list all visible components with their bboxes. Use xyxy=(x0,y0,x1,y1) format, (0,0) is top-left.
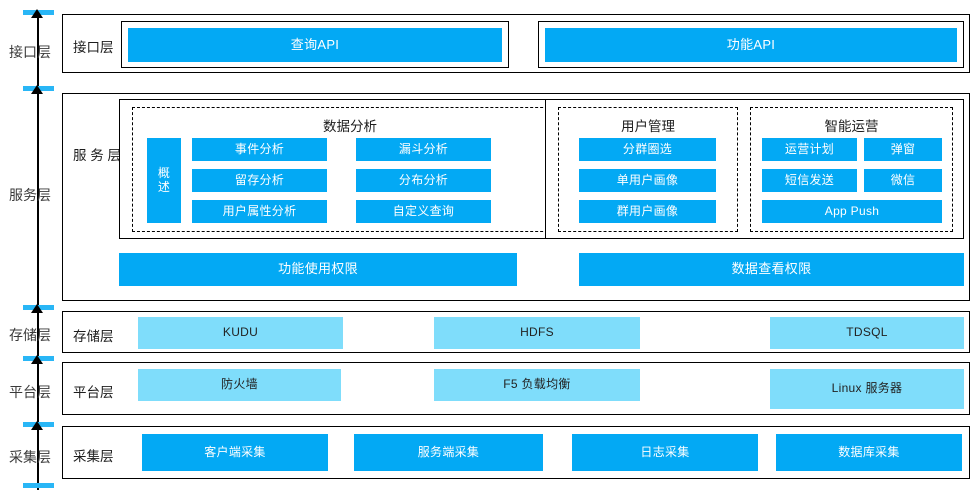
popup-block[interactable]: 弹窗 xyxy=(864,138,942,161)
interface-layer-box: 接口层 查询API 功能API xyxy=(62,14,970,73)
query-api-frame: 查询API xyxy=(121,21,509,68)
firewall-block[interactable]: 防火墙 xyxy=(138,369,341,401)
platform-layer-box: 平台层 防火墙 F5 负载均衡 Linux 服务器 xyxy=(62,362,970,415)
client-collection-block[interactable]: 客户端采集 xyxy=(142,434,328,471)
retention-analysis-block[interactable]: 留存分析 xyxy=(192,169,327,192)
interface-layer-label: 接口层 xyxy=(73,40,114,55)
funnel-analysis-block[interactable]: 漏斗分析 xyxy=(356,138,491,161)
kudu-block[interactable]: KUDU xyxy=(138,317,343,349)
event-analysis-block[interactable]: 事件分析 xyxy=(192,138,327,161)
service-layer-label: 服 务 层 xyxy=(73,141,121,171)
axis-arrow-storage xyxy=(31,304,43,313)
data-permission-block[interactable]: 数据查看权限 xyxy=(579,253,964,286)
user-attribute-analysis-block[interactable]: 用户属性分析 xyxy=(192,200,327,223)
service-label-char-2: 务 xyxy=(90,148,104,163)
overview-block[interactable]: 概 述 xyxy=(147,138,181,223)
collection-layer-box: 采集层 客户端采集 服务端采集 日志采集 数据库采集 xyxy=(62,426,970,479)
collection-layer-label: 采集层 xyxy=(73,449,114,464)
data-analysis-frame: 数据分析 概 述 事件分析 留存分析 用户属性分析 漏斗分析 分布分析 自定义查… xyxy=(119,99,579,239)
axis-arrow-collection xyxy=(31,421,43,430)
group-user-profile-block[interactable]: 群用户画像 xyxy=(579,200,716,223)
user-management-title: 用户管理 xyxy=(621,119,675,134)
overview-char-2: 述 xyxy=(157,179,171,194)
service-label-char-1: 服 xyxy=(73,148,87,163)
storage-layer-box: 存储层 KUDU HDFS TDSQL xyxy=(62,311,970,353)
data-analysis-title: 数据分析 xyxy=(323,119,377,134)
linux-server-block[interactable]: Linux 服务器 xyxy=(770,369,964,409)
service-label-char-3: 层 xyxy=(107,148,122,163)
axis-label-interface: 接口层 xyxy=(9,44,51,60)
hdfs-block[interactable]: HDFS xyxy=(434,317,640,349)
axis-label-collection: 采集层 xyxy=(9,449,51,465)
overview-char-1: 概 xyxy=(157,165,171,180)
log-collection-block[interactable]: 日志采集 xyxy=(572,434,758,471)
axis-tick-collection-bottom xyxy=(23,483,54,488)
layer-axis: 接口层 服务层 存储层 平台层 采集层 xyxy=(0,0,60,491)
function-api-block[interactable]: 功能API xyxy=(545,28,957,62)
distribution-analysis-block[interactable]: 分布分析 xyxy=(356,169,491,192)
smart-operation-title: 智能运营 xyxy=(824,119,879,134)
single-user-profile-block[interactable]: 单用户画像 xyxy=(579,169,716,192)
axis-label-platform: 平台层 xyxy=(9,384,51,400)
query-api-block[interactable]: 查询API xyxy=(128,28,502,62)
axis-arrow-platform xyxy=(31,355,43,364)
axis-label-service: 服务层 xyxy=(9,187,51,203)
custom-query-block[interactable]: 自定义查询 xyxy=(356,200,491,223)
database-collection-block[interactable]: 数据库采集 xyxy=(776,434,962,471)
smart-operation-group: 智能运营 运营计划 弹窗 短信发送 微信 App Push xyxy=(750,107,953,232)
f5-load-balancer-block[interactable]: F5 负载均衡 xyxy=(434,369,640,401)
platform-layer-label: 平台层 xyxy=(73,385,114,400)
segment-selection-block[interactable]: 分群圈选 xyxy=(579,138,716,161)
function-permission-block[interactable]: 功能使用权限 xyxy=(119,253,517,286)
axis-arrow-service xyxy=(31,85,43,94)
wechat-block[interactable]: 微信 xyxy=(864,169,942,192)
server-collection-block[interactable]: 服务端采集 xyxy=(354,434,543,471)
operation-plan-block[interactable]: 运营计划 xyxy=(762,138,857,161)
data-analysis-group: 数据分析 概 述 事件分析 留存分析 用户属性分析 漏斗分析 分布分析 自定义查… xyxy=(132,107,568,232)
user-and-operation-frame: 用户管理 分群圈选 单用户画像 群用户画像 智能运营 运营计划 弹窗 短信发送 … xyxy=(545,99,964,239)
user-management-group: 用户管理 分群圈选 单用户画像 群用户画像 xyxy=(558,107,738,232)
function-api-frame: 功能API xyxy=(538,21,964,68)
service-layer-box: 服 务 层 数据分析 概 述 事件分析 留存分析 用户属性分析 漏斗分析 分布分… xyxy=(62,93,970,301)
axis-label-storage: 存储层 xyxy=(9,327,51,343)
tdsql-block[interactable]: TDSQL xyxy=(770,317,964,349)
sms-send-block[interactable]: 短信发送 xyxy=(762,169,857,192)
storage-layer-label: 存储层 xyxy=(73,329,114,344)
axis-line xyxy=(37,12,39,490)
axis-arrow-interface xyxy=(31,9,43,18)
app-push-block[interactable]: App Push xyxy=(762,200,942,223)
